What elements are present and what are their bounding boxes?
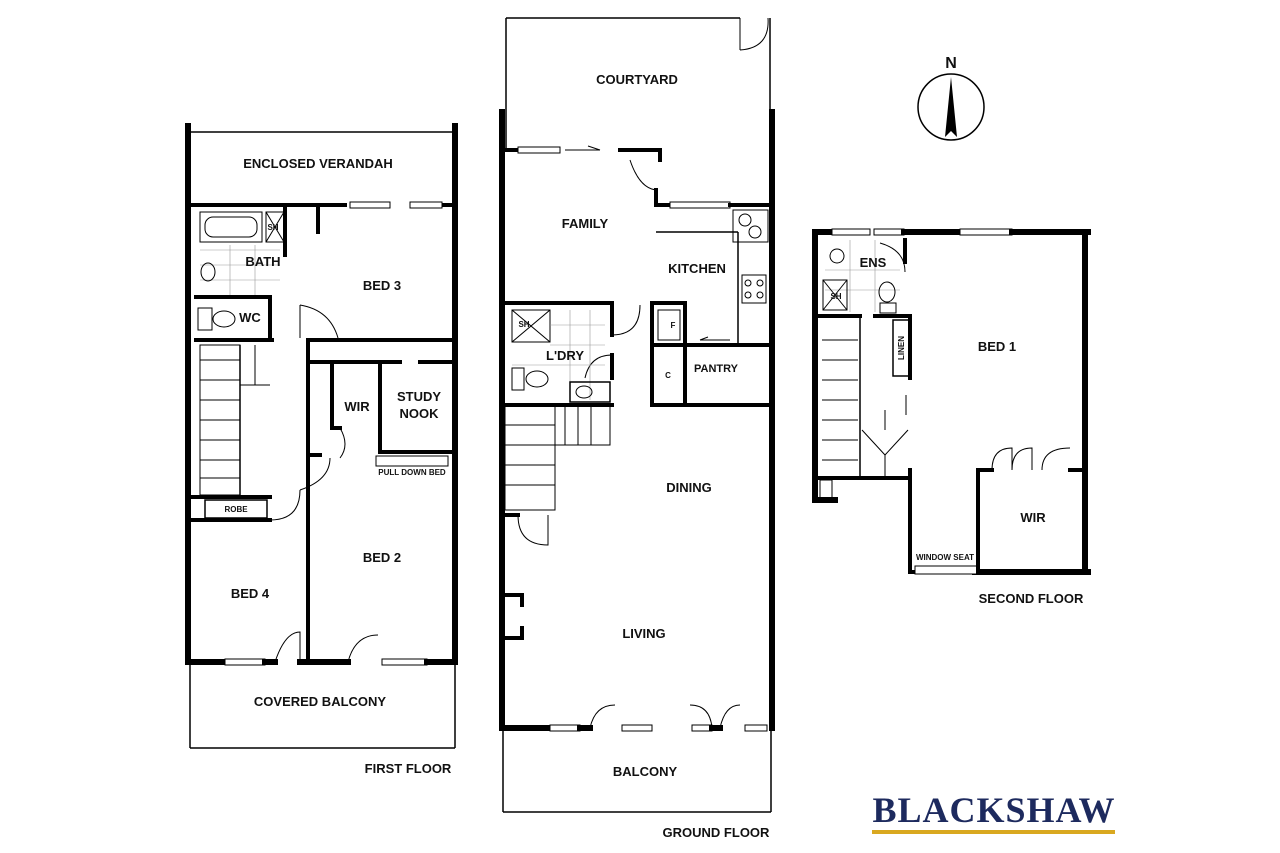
label-pantry: PANTRY (694, 363, 739, 375)
label-ground-sh: SH (518, 320, 529, 329)
first-floor-plan (185, 123, 458, 749)
label-bed1: BED 1 (978, 339, 1016, 354)
label-covered-balcony: COVERED BALCONY (254, 694, 387, 709)
label-pull-down-bed: PULL DOWN BED (378, 468, 446, 477)
label-bed4: BED 4 (231, 586, 270, 601)
label-study: STUDY (397, 389, 441, 404)
label-family: FAMILY (562, 216, 609, 231)
second-floor-plan (812, 228, 1091, 575)
label-first-sh: SH (267, 223, 278, 232)
label-living: LIVING (622, 626, 665, 641)
second-floor-title: SECOND FLOOR (979, 591, 1084, 606)
label-first-wir: WIR (344, 399, 370, 414)
label-laundry: L'DRY (546, 348, 584, 363)
label-courtyard: COURTYARD (596, 72, 678, 87)
first-floor-title: FIRST FLOOR (365, 761, 452, 776)
label-dining: DINING (666, 480, 712, 495)
label-linen: LINEN (897, 336, 906, 360)
label-ens: ENS (860, 255, 887, 270)
label-bed2: BED 2 (363, 550, 401, 565)
label-window-seat: WINDOW SEAT (916, 553, 974, 562)
label-cupboard: C (665, 371, 671, 380)
north-compass: N (917, 55, 985, 141)
label-second-sh: SH (830, 292, 841, 301)
label-kitchen: KITCHEN (668, 261, 726, 276)
label-balcony: BALCONY (613, 764, 678, 779)
label-bed3: BED 3 (363, 278, 401, 293)
label-enclosed-verandah: ENCLOSED VERANDAH (243, 156, 393, 171)
label-fridge: F (671, 321, 676, 330)
label-nook: NOOK (400, 406, 440, 421)
label-wc: WC (239, 310, 261, 325)
label-bath: BATH (245, 254, 280, 269)
brand-logo: BLACKSHAW (872, 790, 1115, 834)
label-second-wir: WIR (1020, 510, 1046, 525)
brand-underline (872, 830, 1115, 834)
label-robe: ROBE (224, 505, 248, 514)
ground-floor-plan (499, 17, 775, 813)
compass-north-label: N (945, 55, 957, 72)
brand-name: BLACKSHAW (872, 790, 1115, 830)
ground-floor-title: GROUND FLOOR (663, 825, 770, 840)
